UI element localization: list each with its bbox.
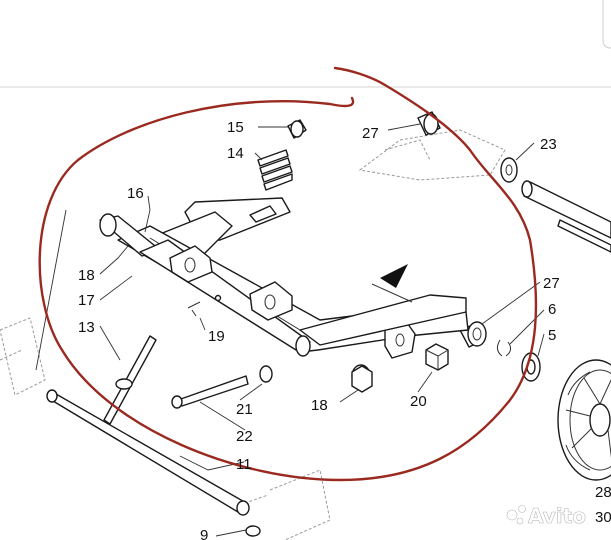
background-chassis — [0, 129, 506, 540]
callout-22: 22 — [236, 428, 253, 445]
callout-17: 17 — [78, 292, 95, 309]
bolt-22 — [171, 375, 249, 409]
callout-9: 9 — [200, 527, 208, 540]
callout-6: 6 — [548, 301, 556, 318]
shaft-13 — [103, 335, 157, 425]
callout-16: 16 — [127, 185, 144, 202]
callout-18-lower: 18 — [311, 397, 328, 414]
block-20 — [425, 343, 449, 371]
callout-11: 11 — [236, 456, 252, 473]
bushing-27-top — [417, 111, 441, 136]
avito-watermark: Avito — [506, 504, 586, 528]
callout-27-top: 27 — [362, 125, 379, 142]
nut-9 — [245, 525, 261, 537]
bushing-18-lower — [351, 364, 373, 393]
shaft-11 — [46, 389, 250, 516]
callout-28: 28 — [595, 484, 611, 501]
spring-14 — [257, 149, 293, 191]
leader-lines — [35, 123, 545, 537]
pin-19 — [187, 294, 222, 317]
callout-27-right: 27 — [543, 275, 560, 292]
bearing-5 — [521, 352, 541, 382]
swing-arm — [99, 197, 469, 359]
callout-5: 5 — [548, 327, 556, 344]
shaft-23 — [521, 180, 611, 253]
callout-14: 14 — [227, 145, 244, 162]
callout-20: 20 — [410, 393, 427, 410]
washer-6 — [496, 339, 512, 357]
direction-arrow — [371, 264, 413, 303]
top-blank-area — [0, 0, 611, 85]
washer-21 — [259, 365, 273, 383]
callout-labels: 15 14 16 18 17 13 19 21 22 18 20 27 6 5 … — [78, 119, 611, 540]
callout-21: 21 — [236, 401, 253, 418]
callout-19: 19 — [208, 328, 225, 345]
callout-23: 23 — [540, 136, 557, 153]
watermark-text: Avito — [528, 504, 586, 528]
callout-18-left: 18 — [78, 267, 95, 284]
idler-wheel — [557, 359, 611, 481]
callout-30: 30 — [595, 509, 611, 526]
callout-15: 15 — [227, 119, 244, 136]
hand-drawn-highlight — [38, 66, 538, 482]
cap-15 — [287, 119, 307, 139]
page-corner — [602, 0, 611, 49]
callout-13: 13 — [78, 319, 95, 336]
washer-23 — [500, 157, 518, 183]
